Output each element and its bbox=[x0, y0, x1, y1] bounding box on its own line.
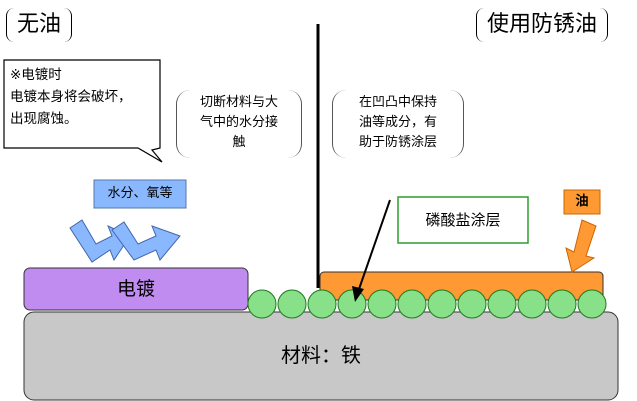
note-bubble bbox=[3, 59, 163, 163]
water-oxygen-box bbox=[93, 179, 187, 209]
description-line: 气中的水分接 bbox=[199, 115, 278, 130]
phosphate-box bbox=[397, 196, 529, 244]
oil-label-box bbox=[563, 189, 601, 215]
oil-label: 油 bbox=[575, 194, 589, 209]
phosphate-circles bbox=[247, 289, 607, 319]
note-line: 出现腐蚀。 bbox=[10, 111, 78, 127]
description-line: 油等成分，有 bbox=[358, 115, 437, 130]
material-label: 材料：铁 bbox=[281, 343, 361, 367]
plating-label: 电镀 bbox=[116, 278, 155, 300]
cut-off-description: 切断材料与大 气中的水分接 触 bbox=[176, 90, 302, 158]
pointer-arrowhead-icon bbox=[352, 286, 364, 302]
right-title: 使用防锈油 bbox=[476, 8, 609, 42]
plating-layer bbox=[23, 267, 249, 311]
oil-arrow-icon bbox=[565, 219, 597, 273]
phosphate-label: 磷酸盐涂层 bbox=[425, 211, 501, 229]
description-line: 在凹凸中保持 bbox=[358, 95, 437, 110]
description-line: 助于防锈涂层 bbox=[358, 135, 437, 150]
water-oxygen-label: 水分、氧等 bbox=[107, 186, 173, 201]
pointer-line bbox=[357, 199, 391, 293]
description-line: 切断材料与大 bbox=[199, 95, 278, 110]
note: ※电镀时 电镀本身将会破坏， 出现腐蚀。 bbox=[10, 64, 160, 130]
note-line: 电镀本身将会破坏， bbox=[10, 89, 132, 105]
left-title: 无油 bbox=[6, 8, 73, 42]
description-line: 触 bbox=[232, 135, 246, 150]
zigzag-arrow-icon bbox=[111, 221, 181, 261]
note-line: ※电镀时 bbox=[10, 67, 62, 83]
retain-oil-description: 在凹凸中保持 油等成分，有 助于防锈涂层 bbox=[332, 90, 464, 158]
